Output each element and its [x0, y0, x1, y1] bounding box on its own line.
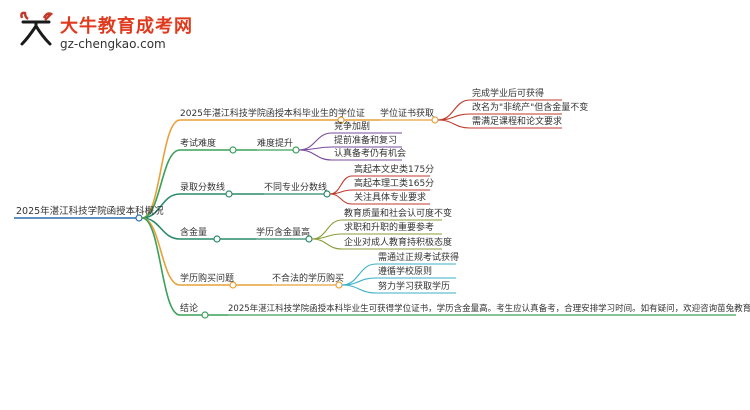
branch-1-leaf-0-label: 竞争加剧 — [334, 122, 371, 132]
branch-4-leaf-2-label: 努力学习获取学历 — [378, 282, 451, 292]
branch-5-mid-label: 2025年湛江科技学院函授本科毕业生可获得学位证书，学历含金量高。考生应认真备考… — [228, 304, 750, 314]
branch-3-mid-label: 学历含金量高 — [256, 228, 311, 238]
brand-logo: 大牛教育成考网 gz-chengkao.com — [16, 8, 236, 56]
branch-0-leaf-1-label: 改名为"非统产"但含金量不变 — [472, 103, 589, 113]
branch-2-leaf-2-connector — [329, 193, 353, 205]
root-node-label: 2025年湛江科技学院函授本科概况 — [16, 206, 164, 217]
branch-1-leaf-1-label: 提前准备和复习 — [334, 136, 398, 146]
branch-3-leaf-2-label: 企业对成人教育持积极态度 — [344, 238, 453, 248]
branch-4-label: 学历购买问题 — [180, 274, 235, 284]
branch-0-leaf-2-connector — [437, 119, 471, 129]
bull-logo-icon — [20, 11, 54, 46]
branch-0-leaf-0-label: 完成学业后可获得 — [472, 89, 545, 99]
branch-2-leaf-2-label: 关注具体专业要求 — [354, 193, 427, 203]
branch-0-label: 2025年湛江科技学院函授本科毕业生的学位证 — [180, 109, 365, 119]
branch-0-mid-label: 学位证书获取 — [380, 109, 435, 119]
branch-3-leaf-2-connector — [311, 238, 343, 250]
branch-1-dot — [229, 146, 237, 154]
branch-5-label: 结论 — [180, 304, 199, 314]
branch-2-leaf-1-connector — [329, 189, 353, 195]
brand-url: gz-chengkao.com — [60, 37, 166, 51]
branch-1-mid-label: 难度提升 — [257, 139, 294, 149]
branch-1-leaf-2-label: 认真备考仍有机会 — [334, 149, 407, 159]
branch-1-mid-dot — [292, 146, 300, 154]
branch-2-leaf-1-label: 高起本理工类165分 — [354, 179, 435, 189]
branch-3-leaf-1-label: 求职和升职的重要参考 — [344, 223, 435, 233]
branch-4-leaf-1-label: 遵循学校原则 — [378, 267, 433, 277]
branch-2-connector — [141, 193, 181, 219]
branch-3-leaf-1-connector — [311, 233, 343, 240]
branch-2-dot — [225, 190, 233, 198]
branch-1-leaf-1-connector — [298, 146, 333, 151]
branch-1-connector — [141, 149, 181, 219]
branch-2-leaf-0-connector — [329, 175, 353, 195]
branch-4-leaf-0-label: 需通过正规考试获得 — [378, 253, 460, 263]
branch-4-mid-label: 不合法的学历购买 — [272, 274, 345, 284]
branch-1-label: 考试难度 — [180, 139, 217, 149]
branch-3-dot — [213, 235, 221, 243]
branch-1-leaf-2-connector — [298, 149, 333, 161]
branch-5-connector — [141, 217, 181, 316]
branch-0-leaf-2-label: 需满足课程和论文要求 — [472, 117, 563, 127]
branch-5-dot — [201, 311, 209, 319]
branch-0-connector — [141, 119, 181, 219]
branch-2-mid-label: 不同专业分数线 — [264, 183, 328, 193]
branch-3-label: 含金量 — [180, 228, 208, 238]
branch-4-leaf-2-connector — [341, 284, 377, 294]
branch-2-leaf-0-label: 高起本文史类175分 — [354, 165, 435, 175]
branch-2-label: 录取分数线 — [180, 183, 226, 193]
brand-name: 大牛教育成考网 — [60, 16, 193, 37]
branch-3-leaf-0-label: 教育质量和社会认可度不变 — [344, 209, 453, 219]
